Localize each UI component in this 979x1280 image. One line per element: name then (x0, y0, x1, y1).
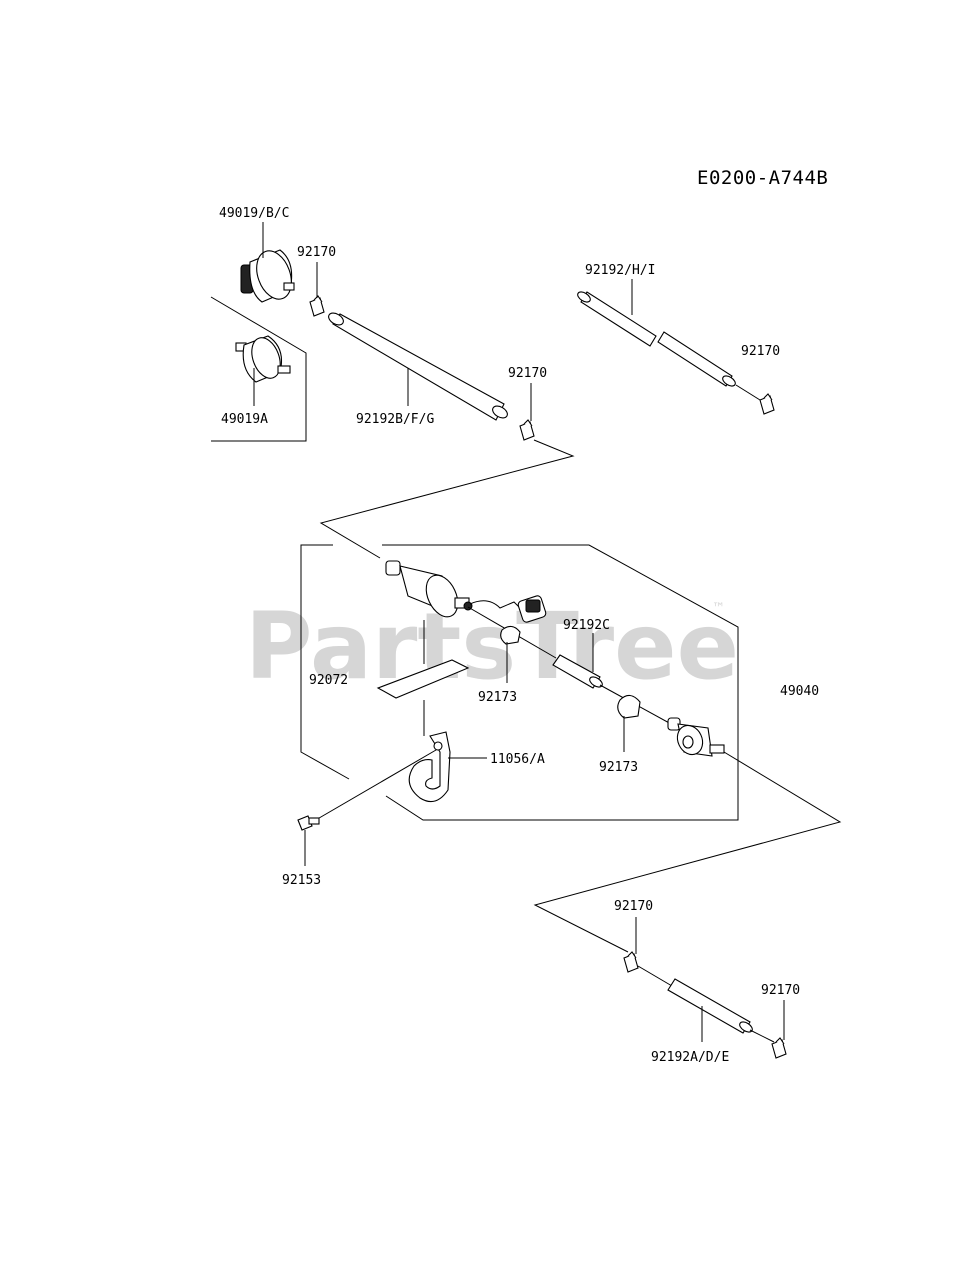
clamp-92173-2[interactable] (617, 694, 641, 719)
label-92170-2: 92170 (508, 366, 547, 381)
fuel-hose-92192hi[interactable] (576, 290, 737, 388)
label-92192bfg: 92192B/F/G (356, 412, 434, 427)
label-92192ade: 92192A/D/E (651, 1050, 729, 1065)
bracket-11056a[interactable] (408, 731, 451, 803)
pump-frame-top-right (382, 544, 739, 780)
connector-line-upper (319, 439, 575, 559)
watermark-trademark: ™ (712, 601, 725, 616)
label-92173-2: 92173 (599, 760, 638, 775)
hose-clip-92170-1[interactable] (309, 295, 325, 317)
label-49040: 49040 (780, 684, 819, 699)
label-92170-1: 92170 (297, 245, 336, 260)
pad-92072[interactable] (376, 659, 470, 699)
inset-frame (210, 296, 307, 442)
connector-line-lower (533, 751, 842, 953)
bolt-92153[interactable] (297, 815, 320, 831)
label-92192hi: 92192/H/I (585, 263, 655, 278)
drawing-code: E0200-A744B (697, 167, 828, 189)
fuel-pump-49040[interactable] (385, 560, 547, 623)
label-92173-1: 92173 (478, 690, 517, 705)
label-92170-3: 92170 (741, 344, 780, 359)
pump-frame-left (300, 544, 350, 780)
hose-clip-92170-2[interactable] (519, 419, 535, 441)
label-92170-4: 92170 (614, 899, 653, 914)
fuel-hose-92192ade[interactable] (667, 978, 754, 1034)
label-92192c: 92192C (563, 618, 610, 633)
hose-clip-92170-4[interactable] (623, 951, 639, 973)
label-92170-5: 92170 (761, 983, 800, 998)
label-11056a: 11056/A (490, 752, 545, 767)
hose-clip-92170-5[interactable] (771, 1037, 787, 1059)
hose-clip-92170-3[interactable] (759, 393, 775, 415)
label-92072: 92072 (309, 673, 348, 688)
fuel-filter-49019a[interactable] (235, 334, 291, 383)
pump-outlet-fitting[interactable] (667, 717, 725, 759)
fuel-hose-92192bfg[interactable] (327, 311, 510, 421)
pump-frame-bottom (385, 780, 739, 821)
watermark: PartsTree ™ (245, 593, 739, 700)
fuel-filter-49019bc[interactable] (240, 246, 298, 304)
label-49019bc: 49019/B/C (219, 206, 289, 221)
label-92153: 92153 (282, 873, 321, 888)
watermark-text: PartsTree (245, 593, 739, 700)
label-49019a: 49019A (221, 412, 268, 427)
clamp-92173-1[interactable] (500, 625, 521, 645)
